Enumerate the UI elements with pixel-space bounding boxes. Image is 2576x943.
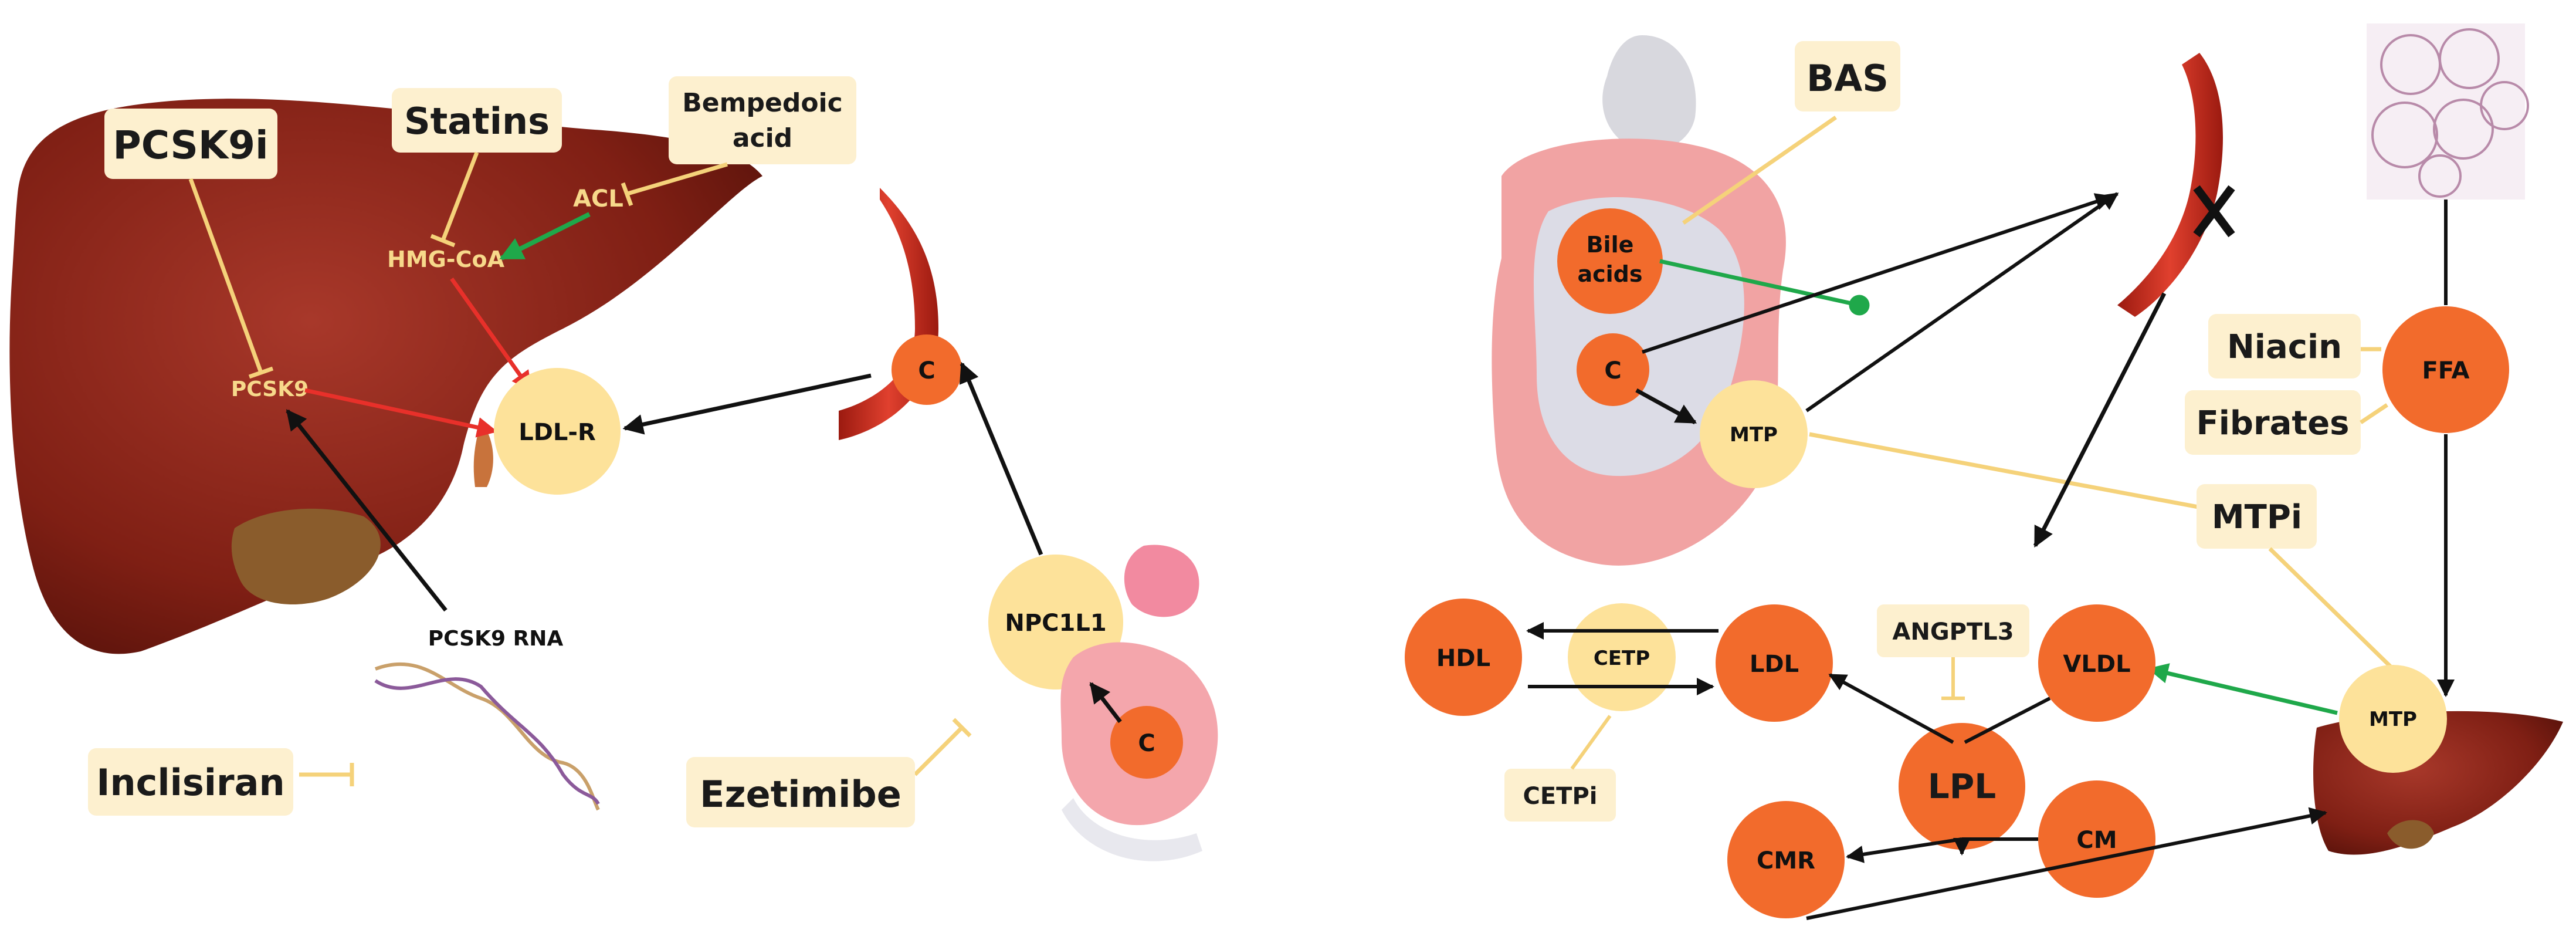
cetpi-label-box [1504,769,1616,822]
c-vessel-label: C [918,357,935,384]
npc1l1-to-vessel-arrow [959,361,1043,556]
mtp-to-vessel-arrow [1805,192,2119,413]
hmgcoa-label: HMG-CoA [387,246,505,272]
lpl-node [1899,723,2025,850]
c-vessel-node [892,334,962,405]
pcsk9-to-ldlr-arrow [304,388,498,438]
bile-acids-label-line1: Bile [1587,232,1634,258]
cm-node [2038,780,2155,898]
mtp-liver-node [2339,665,2447,773]
ldl-label: LDL [1750,651,1799,678]
angptl3-label: ANGPTL3 [1892,618,2014,645]
mtpi-label: MTPi [2212,498,2302,536]
ffa-label: FFA [2422,357,2469,384]
adipose-tissue-illustration [2367,23,2529,200]
pcsk9-rna-label: PCSK9 RNA [428,627,564,651]
bile-acids-node [1557,208,1663,314]
bempedoic-label-box [669,76,856,164]
c-intestine-right-label: C [1604,357,1621,384]
pcsk9-rna-arrow [286,409,448,612]
c-intestine-right-node [1577,333,1649,406]
angptl3-label-box [1877,604,2029,657]
mtp-inhibition-line [1809,432,2218,513]
bile-acids-label-line2: acids [1577,261,1642,287]
bas-inhibition-line [1682,116,1837,225]
cm-label: CM [2076,827,2117,854]
fibrates-inhibition-line [2360,403,2388,424]
ldlr-label: LDL-R [518,419,596,446]
blocked-vessel-x-icon [2193,185,2235,238]
c-to-mtp-arrow [1635,388,1697,425]
lpl-to-ldl-arrow [1828,673,1954,744]
ldlr-node [494,368,621,495]
hdl-label: HDL [1436,645,1490,672]
cetpi-inhibition-line [1570,715,1612,770]
vldl-label: VLDL [2063,651,2130,678]
hmgcoa-to-ldlr-arrow [450,277,533,392]
inclisiran-label-box [88,748,293,816]
niacin-label-box [2208,314,2361,378]
bempedoic-label-line1: Bempedoic [682,88,842,118]
ezetimibe-label-box [686,757,915,827]
pcsk9-label: PCSK9 [231,377,309,401]
cetpi-label: CETPi [1523,783,1598,810]
liver-illustration [9,99,763,654]
acl-to-hmgcoa-arrow [499,212,591,261]
bile-acids-green-line [1659,259,1870,316]
ezetimibe-label: Ezetimibe [700,773,901,816]
bas-label: BAS [1806,57,1889,100]
cetp-label: CETP [1594,647,1650,670]
rna-helix-illustration [374,662,600,811]
hdl-node [1405,599,1522,716]
cmr-label: CMR [1757,847,1815,874]
bas-label-box [1795,41,1900,111]
cm-to-cmr-arrow [1846,837,1962,863]
mtpi-label-box [2197,484,2317,549]
vldl-to-lpl-line [1964,697,2051,744]
mtp-liver-to-vldl-arrow [2147,663,2338,715]
acl-label: ACL [573,185,623,212]
ldl-node [1716,604,1833,722]
mtpi-inhibition-line [2268,547,2395,671]
fibrates-label-box [2185,390,2361,455]
inhibition-lines-left [188,151,972,786]
vldl-node [2038,604,2155,722]
pcsk9i-label-box [104,109,277,179]
c-intestine-left-label: C [1138,730,1155,757]
mtp-intestine-label: MTP [1730,423,1778,447]
vessel-to-lipoproteins-arrow [2033,292,2167,548]
statins-label-box [392,88,562,153]
c-to-vessel-arrow [1642,193,2113,354]
ffa-node [2382,306,2509,433]
cmr-to-liver-arrow [1806,807,2327,920]
statins-label: Statins [404,100,550,143]
npc1l1-label: NPC1L1 [1005,610,1106,637]
blood-vessel-right-illustration [2117,53,2223,317]
c-to-npc1l1-arrow [1089,682,1122,724]
pcsk9i-label: PCSK9i [113,123,268,168]
cmr-node [1727,801,1845,918]
bempedoic-label-line2: acid [733,123,792,153]
fibrates-label: Fibrates [2196,404,2349,442]
mtp-liver-label: MTP [2369,708,2417,731]
lpl-label: LPL [1928,766,1996,806]
c-intestine-left-node [1110,706,1183,779]
mtp-intestine-node [1700,380,1808,488]
vessel-to-ldlr-arrow [622,373,872,435]
niacin-label: Niacin [2227,328,2342,366]
inclisiran-label: Inclisiran [96,761,284,804]
